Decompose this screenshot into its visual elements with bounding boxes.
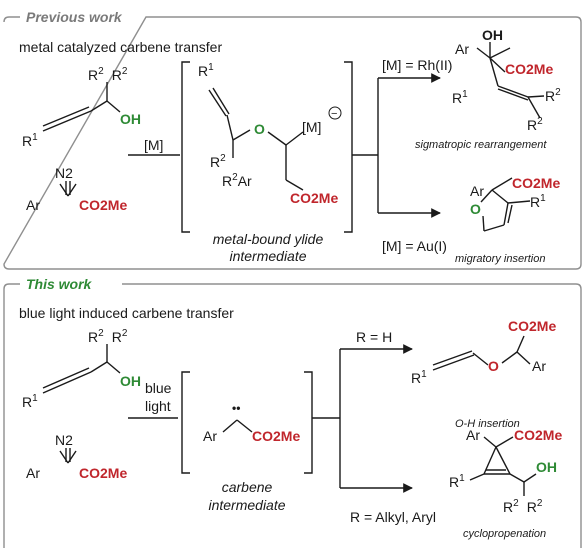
svg-text:OH: OH — [536, 459, 557, 475]
svg-text:CO2Me: CO2Me — [290, 190, 338, 206]
svg-text:CO2Me: CO2Me — [514, 427, 562, 443]
cyclopropene-product — [469, 436, 537, 496]
oh-insertion-caption: O-H insertion — [455, 418, 520, 430]
svg-text:CO2Me: CO2Me — [252, 428, 300, 444]
svg-text:OH: OH — [120, 373, 141, 389]
svg-text:Ar: Ar — [455, 41, 469, 57]
svg-text:R1: R1 — [22, 393, 38, 410]
svg-text:CO2Me: CO2Me — [508, 318, 556, 334]
panel-header: This work — [26, 276, 93, 292]
branch-au-label: [M] = Au(I) — [382, 238, 447, 254]
svg-text:−: − — [331, 108, 337, 120]
svg-text:CO2Me: CO2Me — [79, 197, 127, 213]
diazo-ester — [59, 181, 77, 197]
carbene-intermediate — [222, 419, 253, 433]
svg-text:carbene: carbene — [222, 479, 273, 495]
svg-text:Ar: Ar — [26, 465, 40, 481]
sigmatropic-caption: sigmatropic rearrangement — [415, 139, 547, 151]
blue-light-label: blue — [145, 380, 172, 396]
svg-text:N2: N2 — [55, 165, 73, 181]
panel-subtitle: metal catalyzed carbene transfer — [19, 39, 222, 55]
branch-rh-label: [M] = Rh(II) — [382, 57, 452, 73]
svg-text:Ar: Ar — [470, 183, 484, 199]
svg-text:Ar: Ar — [26, 197, 40, 213]
svg-text:CO2Me: CO2Me — [505, 61, 553, 77]
cyclopropenation-caption: cyclopropenation — [463, 528, 546, 540]
svg-text:O: O — [254, 121, 265, 137]
oh-group: OH — [120, 111, 141, 127]
svg-text:O: O — [470, 201, 481, 217]
panel-subtitle: blue light induced carbene transfer — [19, 305, 234, 321]
svg-text:intermediate: intermediate — [229, 248, 306, 264]
propargyl-alcohol — [42, 82, 121, 132]
propargyl-alcohol — [42, 344, 121, 394]
ylide-intermediate — [208, 87, 304, 191]
svg-text:R1: R1 — [411, 369, 427, 386]
svg-text:N2: N2 — [55, 432, 73, 448]
catalyst-label: [M] — [144, 137, 163, 153]
svg-text:R1: R1 — [452, 89, 468, 106]
svg-text:••: •• — [232, 401, 240, 415]
svg-text:R2Ar: R2Ar — [222, 172, 252, 189]
diazo-ester — [59, 448, 77, 464]
branch-h-label: R = H — [356, 329, 392, 345]
panel-border — [3, 283, 582, 548]
svg-text:R1: R1 — [22, 132, 38, 149]
svg-text:Ar: Ar — [203, 428, 217, 444]
panel-header: Previous work — [26, 9, 123, 25]
svg-text:metal-bound ylide: metal-bound ylide — [213, 231, 324, 247]
svg-text:CO2Me: CO2Me — [79, 465, 127, 481]
svg-text:OH: OH — [482, 27, 503, 43]
svg-text:R2: R2 — [210, 153, 226, 170]
panel-border — [3, 16, 582, 270]
svg-text:R1: R1 — [198, 62, 214, 79]
svg-text:Ar: Ar — [532, 358, 546, 374]
dihydrofuran-product — [480, 177, 531, 232]
svg-text:[M]: [M] — [302, 119, 321, 135]
svg-text:R2: R2 — [527, 116, 543, 133]
svg-text:light: light — [145, 398, 171, 414]
branch-arrows — [312, 344, 413, 493]
branch-arrows — [352, 73, 441, 218]
migratory-caption: migratory insertion — [455, 253, 545, 265]
branch-alkyl-label: R = Alkyl, Aryl — [350, 509, 436, 525]
svg-text:O: O — [488, 358, 499, 374]
svg-text:R2: R2 — [545, 87, 561, 104]
svg-text:CO2Me: CO2Me — [512, 175, 560, 191]
svg-text:intermediate: intermediate — [208, 497, 285, 513]
svg-text:R1: R1 — [449, 473, 465, 490]
previous-work-panel: Previous work metal catalyzed carbene tr… — [3, 9, 582, 270]
allene-product — [476, 42, 545, 119]
svg-text:Ar: Ar — [466, 427, 480, 443]
svg-text:R1: R1 — [530, 193, 546, 210]
ether-product — [432, 335, 531, 371]
this-work-panel: This work blue light induced carbene tra… — [3, 276, 582, 548]
